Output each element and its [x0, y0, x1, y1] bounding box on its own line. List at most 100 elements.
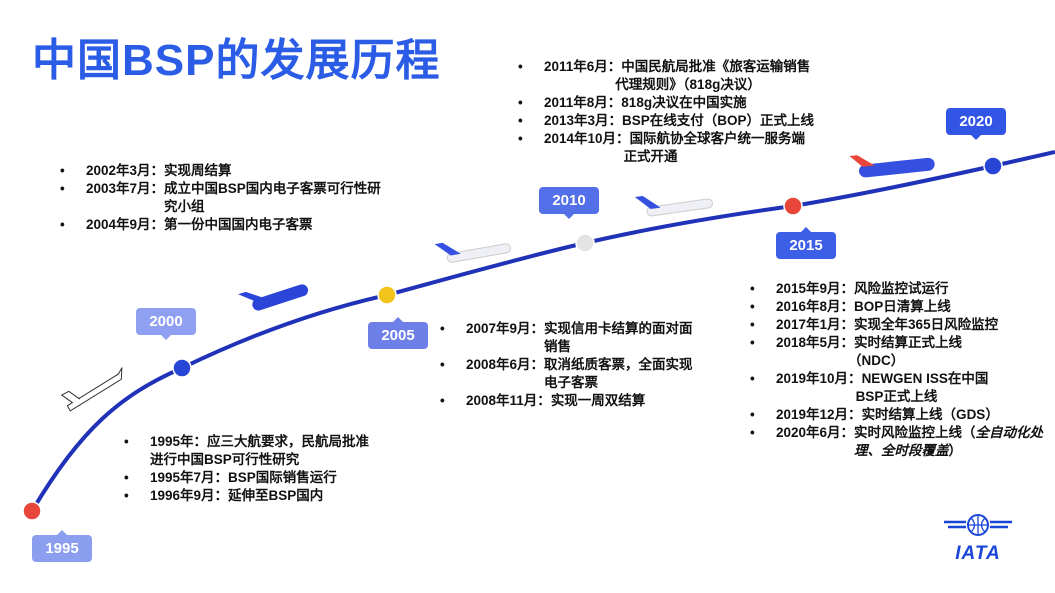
year-badge-2005: 2005	[368, 317, 428, 349]
event-desc-cont: 究小组	[164, 199, 205, 214]
event-text: 成立中国BSP国内电子客票可行性研究小组	[164, 180, 381, 216]
milestone-dot-1995	[22, 501, 42, 521]
milestone-dot-2005	[377, 285, 397, 305]
bullet: •	[518, 131, 523, 146]
event-date: 2020年6月：	[776, 425, 855, 440]
event-item: • 2020年6月：实时风险监控上线（全自动化处理、全时段覆盖）	[750, 424, 1055, 460]
event-date: 2002年3月：	[86, 163, 165, 178]
event-text: BSP国际销售运行	[228, 469, 337, 487]
bullet: •	[750, 317, 755, 332]
events-2007: • 2007年9月：实现信用卡结算的面对面销售 • 2008年6月：取消纸质客票，全面…	[440, 320, 693, 410]
event-date: 2008年11月：	[466, 393, 551, 408]
bullet: •	[750, 281, 755, 296]
event-desc: BSP国际销售运行	[228, 470, 337, 485]
event-date: 2014年10月：	[544, 131, 630, 146]
event-text: 应三大航要求，民航局批准进行中国BSP可行性研究	[150, 433, 370, 469]
event-text: 中国民航局批准《旅客运输销售代理规则》（818g决议）	[615, 58, 811, 94]
event-text: BOP日清算上线	[854, 298, 951, 316]
event-desc: NEWGEN ISS在中国	[861, 371, 989, 386]
event-item: •2018年5月：实时结算正式上线（NDC）	[750, 334, 1055, 370]
bullet: •	[518, 113, 523, 128]
event-desc-cont: （NDC）	[848, 353, 905, 368]
event-desc: 第一份中国国内电子客票	[164, 217, 313, 232]
event-text: 实现信用卡结算的面对面销售	[544, 320, 693, 356]
event-date: 2016年8月：	[776, 299, 855, 314]
event-item: • 2002年3月：实现周结算	[60, 162, 381, 180]
event-text: 818g决议在中国实施	[621, 94, 746, 112]
milestone-dot-2000	[172, 358, 192, 378]
bullet: •	[440, 321, 445, 336]
event-desc-cont: 进行中国BSP可行性研究	[150, 452, 300, 467]
bullet: •	[440, 357, 445, 372]
event-item: • 2011年6月：中国民航局批准《旅客运输销售代理规则》（818g决议）	[518, 58, 814, 94]
event-text: 实现周结算	[164, 162, 232, 180]
event-desc-cont: 正式开通	[623, 149, 678, 164]
event-date: 2017年1月：	[776, 317, 855, 332]
plane-icon	[434, 242, 511, 263]
bullet: •	[124, 470, 129, 485]
event-desc: 成立中国BSP国内电子客票可行性研	[164, 181, 381, 196]
event-item: •2008年6月：取消纸质客票，全面实现电子客票	[440, 356, 693, 392]
event-text: BSP在线支付（BOP）正式上线	[622, 112, 814, 130]
globe-icon	[944, 514, 1012, 536]
event-desc: 实时风险监控上线（	[854, 425, 976, 440]
event-desc-cont: 销售	[544, 339, 572, 354]
event-date: 2011年6月：	[544, 59, 622, 74]
event-date: 1995年7月：	[150, 470, 229, 485]
event-date: 2011年8月：	[544, 95, 622, 110]
bullet: •	[750, 299, 755, 314]
plane-icon	[634, 195, 713, 217]
plane-icon	[849, 155, 935, 178]
bullet: •	[124, 434, 129, 449]
event-desc: 818g决议在中国实施	[621, 95, 747, 110]
bullet: •	[750, 371, 755, 386]
event-date: 1996年9月：	[150, 488, 229, 503]
plane-outline-icon	[60, 367, 123, 412]
year-badge-2010: 2010	[539, 187, 599, 219]
event-date: 2019年10月：	[776, 371, 862, 386]
event-desc: 取消纸质客票，全面实现	[544, 357, 693, 372]
event-date: 2015年9月：	[776, 281, 855, 296]
event-desc: 中国民航局批准《旅客运输销售	[621, 59, 811, 74]
event-date: 2007年9月：	[466, 321, 545, 336]
events-2015: • 2015年9月：风险监控试运行 • 2016年8月：BOP日清算上线 • 2017年1…	[750, 280, 1055, 460]
event-desc-cont: 代理规则》（818g决议）	[615, 77, 761, 92]
event-desc: BSP在线支付（BOP）正式上线	[622, 113, 815, 128]
event-item: • 2007年9月：实现信用卡结算的面对面销售	[440, 320, 693, 356]
event-date: 2018年5月：	[776, 335, 855, 350]
plane-icon	[238, 284, 309, 311]
bullet: •	[440, 393, 445, 408]
bullet: •	[60, 181, 65, 196]
event-item: •2004年9月：第一份中国国内电子客票	[60, 216, 381, 234]
year-badge-2020: 2020	[946, 108, 1006, 140]
bullet: •	[60, 217, 65, 232]
event-text: 第一份中国国内电子客票	[164, 216, 313, 234]
event-item: •1996年9月：延伸至BSP国内	[124, 487, 369, 505]
milestone-dot-2020	[983, 156, 1003, 176]
event-item: • 2014年10月：国际航协全球客户统一服务端正式开通	[518, 130, 814, 166]
event-item: •2013年3月：BSP在线支付（BOP）正式上线	[518, 112, 814, 130]
event-date: 1995年：	[150, 434, 208, 449]
milestone-dot-2015	[783, 196, 803, 216]
event-desc: 实现全年365日风险监控	[854, 317, 999, 332]
bullet: •	[750, 425, 755, 440]
event-text: 国际航协全球客户统一服务端正式开通	[624, 130, 806, 166]
event-text: 实现全年365日风险监控	[854, 316, 998, 334]
event-text: 延伸至BSP国内	[228, 487, 323, 505]
event-desc: 风险监控试运行	[854, 281, 949, 296]
event-date: 2019年12月：	[776, 407, 862, 422]
bullet: •	[518, 59, 523, 74]
iata-logo: IATA	[942, 512, 1014, 565]
events-2002: • 2002年3月：实现周结算•2003年7月：成立中国BSP国内电子客票可行性研…	[60, 162, 381, 234]
event-item: • 2017年1月：实现全年365日风险监控	[750, 316, 1055, 334]
event-desc-end: ）	[948, 443, 963, 458]
events-2011: •2011年6月：中国民航局批准《旅客运输销售代理规则》（818g决议）•201…	[518, 58, 814, 166]
event-item: •2003年7月：成立中国BSP国内电子客票可行性研究小组	[60, 180, 381, 216]
event-desc: 应三大航要求，民航局批准	[207, 434, 370, 449]
event-desc-italic: 全自动化处理、全时段覆盖	[854, 425, 1044, 458]
event-date: 2008年6月：	[466, 357, 545, 372]
event-item: • 2015年9月：风险监控试运行	[750, 280, 1055, 298]
event-text: 实时结算正式上线（NDC）	[848, 334, 962, 370]
year-badge-1995: 1995	[32, 530, 92, 562]
bullet: •	[60, 163, 65, 178]
